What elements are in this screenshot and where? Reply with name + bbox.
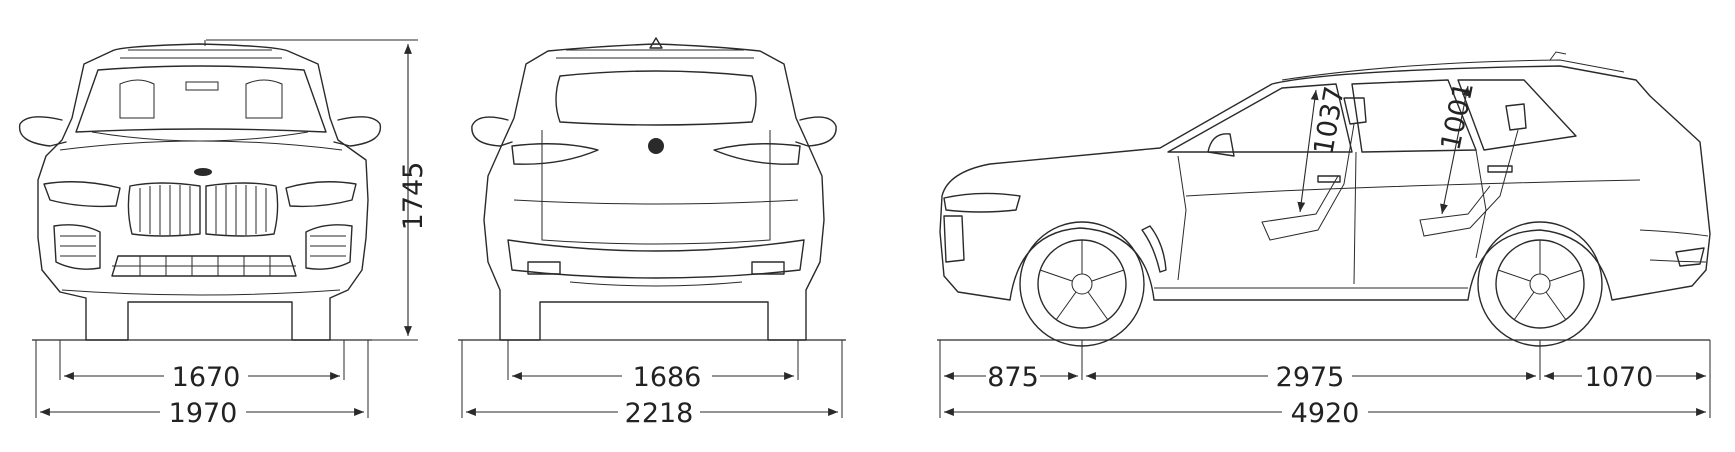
side-view (939, 51, 1711, 347)
rear-track-label: 1686 (633, 362, 702, 393)
wheelbase-label: 2975 (1276, 362, 1345, 393)
front-track-label: 1670 (172, 362, 241, 393)
length-label: 4920 (1291, 398, 1360, 429)
rear-view (471, 37, 837, 341)
front-headroom-line (1297, 89, 1319, 213)
front-width-label: 1970 (169, 398, 238, 429)
front-headroom-label: 1037 (1308, 84, 1350, 157)
dimension-lines (32, 39, 1711, 418)
height-label: 1745 (398, 162, 429, 231)
rear-overhang-label: 1070 (1585, 362, 1654, 393)
front-overhang-label: 875 (987, 362, 1039, 393)
front-view (18, 40, 382, 341)
rear-headroom-line (1440, 85, 1470, 215)
rear-width-label: 2218 (625, 398, 694, 429)
